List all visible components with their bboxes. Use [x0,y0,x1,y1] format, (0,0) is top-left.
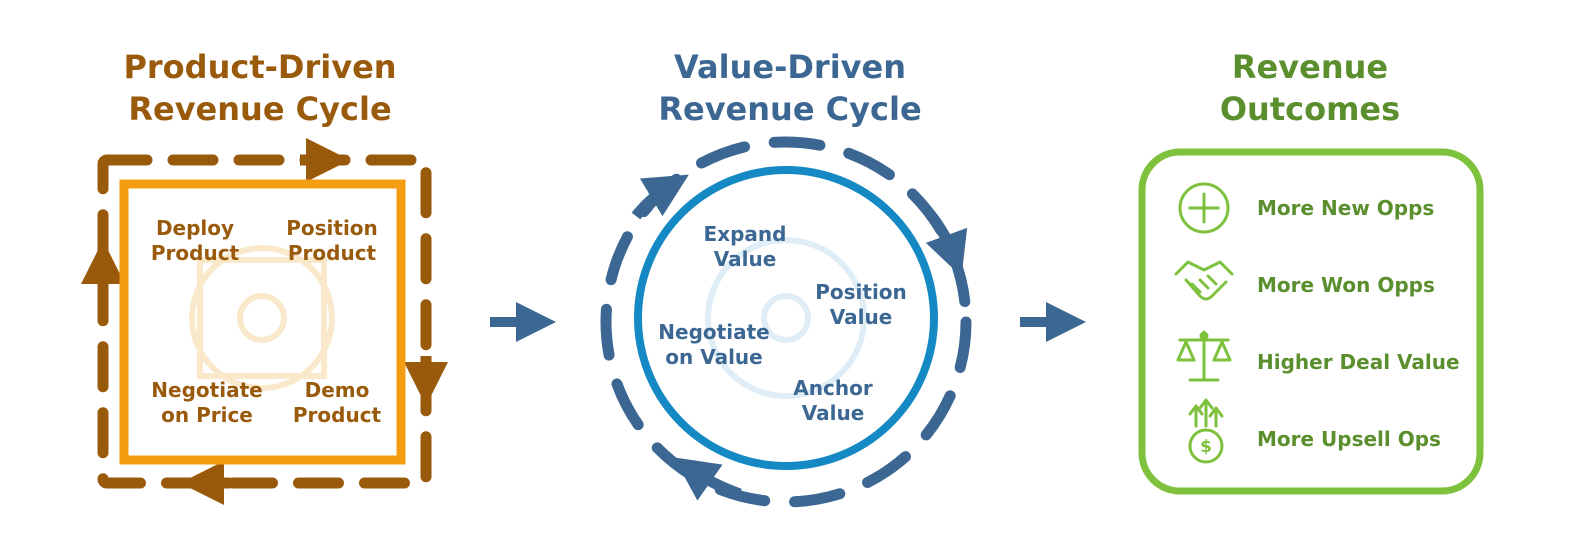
product-watermark-icon [189,245,335,391]
outcomes-title-line1: Revenue [1231,48,1389,86]
outcomes-title: Revenue Outcomes [1160,46,1460,130]
stage-position-value: Position Value [815,280,907,329]
plus-circle-icon [1178,182,1230,234]
value-cycle-ring [634,166,938,470]
product-cycle-dashed-frame [97,154,432,489]
value-watermark-icon [705,237,867,399]
stage-negotiate-on-price: Negotiate on Price [151,378,263,427]
stage-anchor-value: Anchor Value [793,376,873,425]
value-cycle-dashed-ring [600,136,972,508]
stage-negotiate-on-value: Negotiate on Value [658,320,770,369]
stage-deploy-product: Deploy Product [150,216,240,265]
outcome-won-opps: More Won Opps [1257,273,1435,297]
value-cycle-title: Value-Driven Revenue Cycle [640,46,940,130]
value-title-line2: Revenue Cycle [658,90,922,128]
value-arrow-bottom-icon [673,457,742,501]
stage-demo-product: Demo Product [292,378,382,427]
product-cycle-title: Product-Driven Revenue Cycle [110,46,410,130]
money-bag-icon: $ [1188,398,1224,464]
outcome-upsell-ops: More Upsell Ops [1257,427,1441,451]
product-cycle-frame [119,179,406,465]
product-title-line1: Product-Driven [123,48,397,86]
product-title-line2: Revenue Cycle [128,90,392,128]
outcome-new-opps: More New Opps [1257,196,1435,220]
scale-icon [1176,330,1232,382]
outcome-higher-deal-value: Higher Deal Value [1257,350,1460,374]
value-arrow-top-left-icon [631,174,689,220]
stage-position-product: Position Product [286,216,378,265]
stage-expand-value: Expand Value [703,222,787,271]
outcomes-box [1138,148,1484,495]
value-title-line1: Value-Driven [674,48,906,86]
handshake-icon [1174,260,1234,301]
outcomes-title-line2: Outcomes [1219,90,1401,128]
value-arrow-top-right-icon [925,210,968,277]
svg-text:$: $ [1200,437,1212,457]
